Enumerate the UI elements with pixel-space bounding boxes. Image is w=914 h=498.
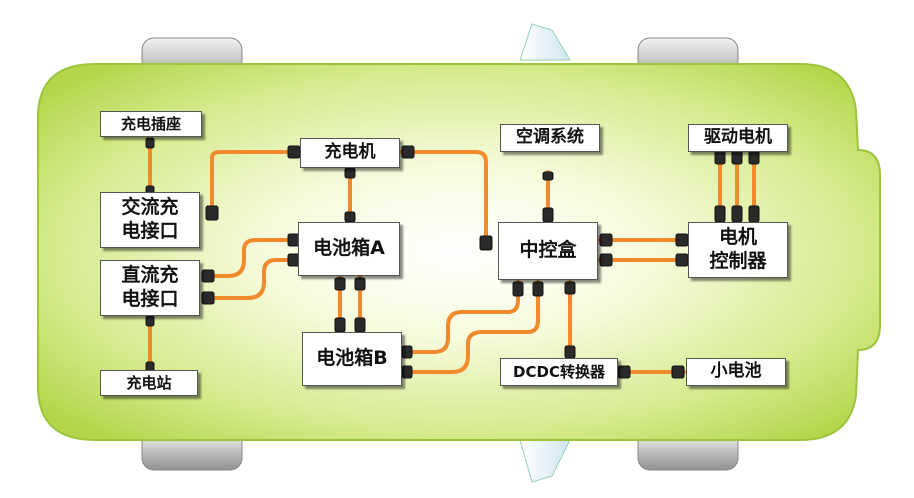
- connector-plug-25: [542, 171, 554, 181]
- charging-station-label: 充电站: [126, 373, 172, 392]
- drive-motor-box: 驱动电机: [688, 124, 788, 152]
- charger-label: 充电机: [324, 142, 376, 163]
- small-battery-label: 小电池: [710, 361, 762, 382]
- motor-controller-box: 电机 控制器: [688, 222, 788, 278]
- connector-plug-37: [617, 365, 631, 379]
- car-body: [37, 63, 881, 441]
- connector-plug-5: [205, 205, 219, 221]
- cable-dc-battery-a-2: [202, 258, 300, 300]
- battery-box-a-label: 电池箱A: [313, 237, 385, 260]
- battery-box-a: 电池箱A: [298, 222, 400, 276]
- cable-charger-control: [400, 150, 488, 240]
- connector-plug-38: [671, 365, 685, 379]
- connector-plug-8: [344, 167, 356, 179]
- connector-plug-26: [542, 207, 554, 223]
- connector-plug-32: [731, 149, 743, 165]
- connector-plug-30: [675, 253, 689, 267]
- connector-plug-16: [354, 277, 366, 291]
- connector-plug-1: [145, 137, 155, 149]
- bottom-mirror: [519, 439, 571, 483]
- cable-battery-b-control-1: [402, 280, 520, 354]
- connector-plug-20: [401, 365, 413, 379]
- connector-plug-6: [287, 145, 301, 159]
- connector-plug-15: [334, 277, 346, 291]
- dcdc-converter-label: DCDC转换器: [513, 362, 605, 381]
- connector-plug-3: [145, 315, 155, 327]
- control-box-label: 中控盒: [519, 239, 577, 262]
- cable-ac-charger: [210, 150, 302, 212]
- connector-plug-18: [354, 317, 366, 333]
- ac-charging-port-label: 交流充 电接口: [121, 196, 179, 242]
- connector-plug-7: [401, 145, 415, 159]
- connector-plug-21: [512, 281, 524, 297]
- cable-battery-b-control-2: [402, 280, 540, 374]
- connector-plug-27: [599, 233, 613, 247]
- connector-plug-29: [675, 233, 689, 247]
- ac-charging-port-box: 交流充 电接口: [100, 192, 200, 248]
- control-box: 中控盒: [498, 222, 598, 280]
- connector-plug-10: [479, 235, 493, 251]
- battery-box-b-label: 电池箱B: [316, 347, 388, 370]
- connector-plug-24: [564, 345, 576, 359]
- cable-dc-battery-a-1: [202, 238, 300, 278]
- charging-station-box: 充电站: [100, 370, 198, 396]
- connector-plug-28: [599, 253, 613, 267]
- connector-plug-22: [532, 281, 544, 297]
- charging-socket-label: 充电插座: [120, 114, 181, 133]
- connector-plug-17: [334, 317, 346, 333]
- motor-controller-label: 电机 控制器: [709, 226, 767, 272]
- connector-plug-34: [714, 205, 726, 223]
- dc-charging-port-label: 直流充 电接口: [121, 264, 179, 310]
- charger-box: 充电机: [300, 138, 400, 168]
- connector-group: [145, 137, 760, 379]
- drive-motor-label: 驱动电机: [704, 127, 772, 148]
- connector-plug-33: [748, 149, 760, 165]
- ac-system-label: 空调系统: [516, 127, 584, 148]
- connector-plug-35: [731, 205, 743, 223]
- dc-charging-port-box: 直流充 电接口: [100, 260, 200, 316]
- top-mirror: [519, 23, 571, 61]
- connector-plug-14: [201, 291, 215, 305]
- connector-plug-31: [714, 149, 726, 165]
- connector-plug-9: [344, 211, 356, 223]
- charging-socket-box: 充电插座: [100, 111, 202, 137]
- connector-plug-19: [401, 345, 413, 359]
- ac-system-box: 空调系统: [500, 124, 600, 152]
- dcdc-converter-box: DCDC转换器: [500, 358, 618, 386]
- small-battery-box: 小电池: [686, 358, 786, 386]
- connector-plug-36: [748, 205, 760, 223]
- battery-box-b: 电池箱B: [302, 332, 402, 386]
- connector-plug-23: [564, 281, 576, 295]
- connector-plug-13: [201, 269, 215, 283]
